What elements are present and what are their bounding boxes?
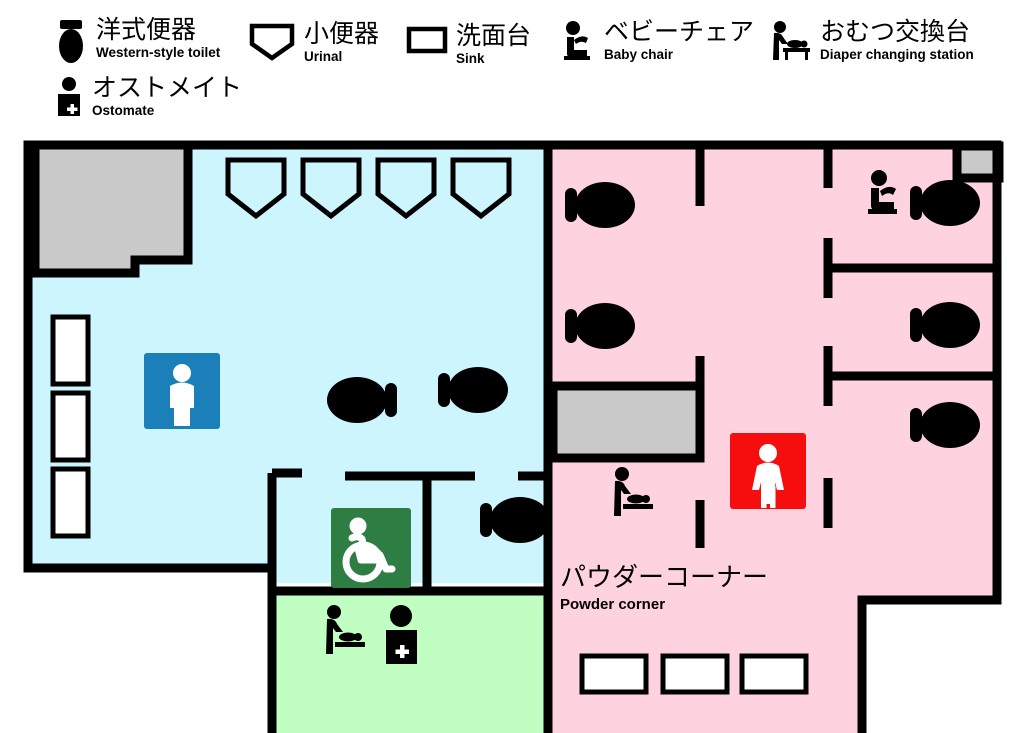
sink-fixture [50, 390, 91, 463]
sink-fixture [739, 653, 809, 695]
floor-plan: パウダーコーナー Powder corner [0, 128, 1024, 733]
legend-label-en: Urinal [304, 49, 343, 64]
legend-text-baby-chair: ベビーチェア Baby chair [604, 20, 754, 62]
legend-item-urinal: 小便器 Urinal [248, 22, 379, 64]
legend-item-ostomate: オストメイト Ostomate [54, 76, 242, 118]
legend-label-en: Baby chair [604, 47, 674, 62]
sink-fixture [50, 314, 91, 387]
legend-label-en: Western-style toilet [96, 45, 221, 60]
legend-label-jp: ベビーチェア [604, 18, 755, 46]
powder-corner-sinks [579, 653, 809, 695]
outer-walls [23, 140, 1002, 733]
legend-text-western-style-toilet: 洋式便器 Western-style toilet [96, 18, 220, 60]
mens-sinks [50, 314, 91, 539]
floor-plan-svg: パウダーコーナー Powder corner [23, 140, 1004, 733]
sink-fixture [579, 653, 649, 695]
sink-fixture [660, 653, 730, 695]
legend-item-baby-chair: ベビーチェア Baby chair [560, 20, 754, 62]
diaper-changing-icon [773, 21, 810, 60]
legend-text-diaper-changing-station: おむつ交換台 Diaper changing station [820, 20, 974, 62]
legend-text-urinal: 小便器 Urinal [304, 22, 379, 64]
baby-chair-icon [564, 21, 590, 60]
legend-item-diaper-changing-station: おむつ交換台 Diaper changing station [768, 20, 974, 62]
legend-label-en: Ostomate [92, 103, 155, 118]
mens-sign [144, 353, 220, 429]
legend-item-western-style-toilet: 洋式便器 Western-style toilet [54, 18, 220, 64]
powder-corner-label-en: Powder corner [560, 596, 665, 613]
legend-label-jp: 小便器 [304, 20, 380, 48]
powder-corner-label-jp: パウダーコーナー [560, 562, 768, 592]
accessible-sign [331, 508, 411, 588]
internal-walls [267, 145, 997, 733]
legend-label-en: Diaper changing station [820, 47, 974, 62]
sink-fixture [50, 466, 91, 539]
legend-label-jp: オストメイト [92, 74, 243, 102]
womens-sign [730, 433, 806, 509]
legend-item-sink: 洗面台 Sink [406, 24, 531, 66]
western-toilet-icon [59, 20, 83, 63]
sink-icon [406, 26, 448, 54]
service-block-mens [30, 140, 193, 278]
legend: 洋式便器 Western-style toilet 小便器 Urinal 洗面台… [0, 0, 1024, 128]
ostomate-icon [58, 77, 80, 116]
legend-label-jp: おむつ交換台 [820, 18, 971, 46]
legend-label-en: Sink [456, 51, 485, 66]
legend-text-sink: 洗面台 Sink [456, 24, 531, 66]
legend-text-ostomate: オストメイト Ostomate [92, 76, 242, 118]
legend-label-jp: 洋式便器 [96, 16, 197, 44]
urinal-icon [249, 23, 295, 61]
service-block-womens [548, 381, 705, 463]
legend-label-jp: 洗面台 [456, 22, 532, 50]
